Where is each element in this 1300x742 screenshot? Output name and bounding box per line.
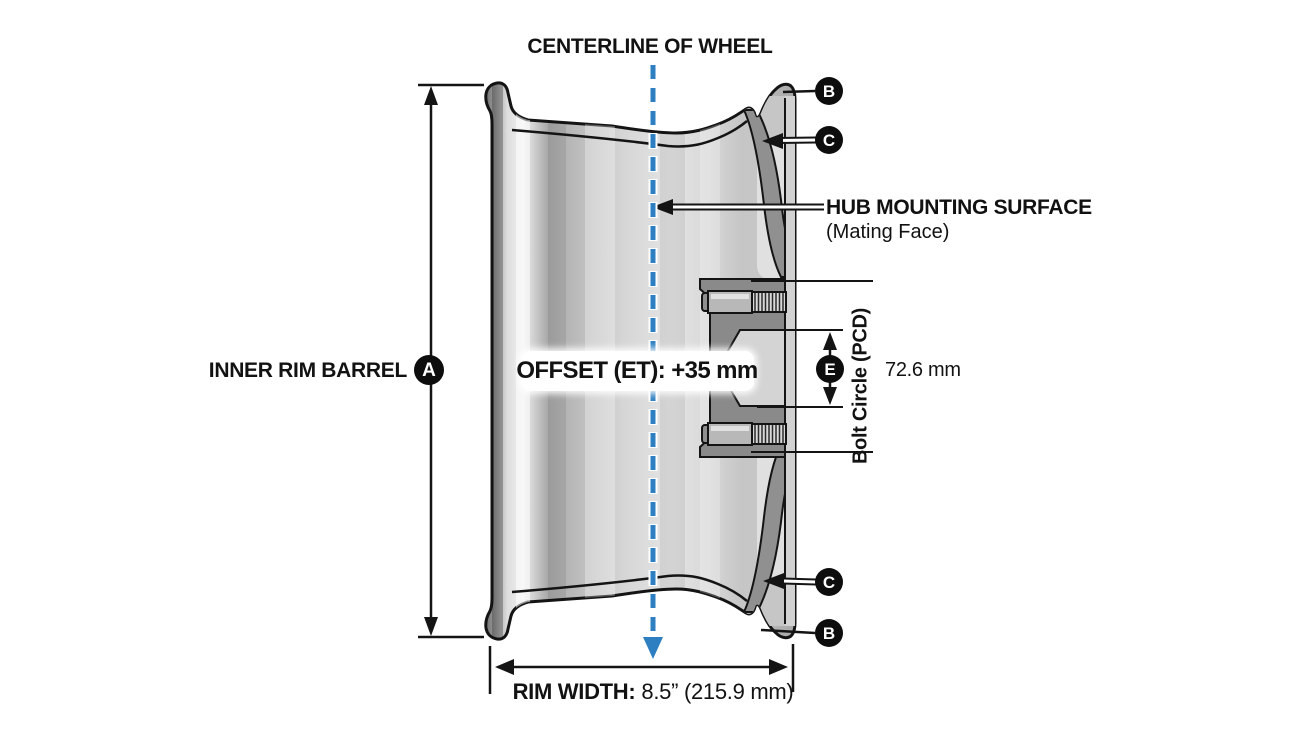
marker-b-bottom-badge: B (815, 619, 843, 647)
bolt-circle-reference-lines (751, 280, 873, 453)
offset-highlight-band (522, 351, 754, 391)
arrowhead-right (769, 659, 788, 675)
b-top-leader (782, 89, 816, 94)
marker-c-bottom-badge: C (815, 568, 843, 596)
b-bottom-leader (760, 628, 816, 635)
offset-label: OFFSET (ET): +35 mm (516, 357, 758, 384)
hub-mounting-surface-subtitle: (Mating Face) (826, 221, 950, 243)
marker-e-badge: E (816, 355, 844, 383)
c-top-arrow (762, 133, 817, 149)
marker-c-top-letter: C (822, 130, 836, 150)
rim-width-label: RIM WIDTH:8.5” (215.9 mm) (513, 679, 794, 705)
hub-mounting-surface-arrow (652, 199, 824, 215)
rim-wall-bottom-line (511, 574, 748, 602)
rim-wall-top-line (511, 120, 748, 148)
hub-mounting-surface-label: HUB MOUNTING SURFACE (Mating Face) (826, 196, 1092, 244)
centerline-arrowhead (643, 637, 663, 659)
rim-width-value: 8.5” (215.9 mm) (641, 679, 794, 704)
bolt-circle-pcd-label: Bolt Circle (PCD) (849, 307, 872, 465)
arrowhead-down (424, 617, 438, 636)
arrowhead-up (424, 86, 438, 105)
marker-b-bottom-letter: B (822, 623, 836, 643)
centerline-title: CENTERLINE OF WHEEL (527, 35, 773, 58)
marker-a-letter: A (422, 359, 436, 381)
lug-stud-bottom (701, 422, 787, 446)
rim-width-dimension (488, 644, 795, 694)
marker-c-bottom-letter: C (822, 572, 836, 592)
inner-rim-barrel-label: INNER RIM BARREL (208, 359, 408, 382)
marker-e-letter: E (824, 359, 836, 379)
rim-width-title: RIM WIDTH: (512, 679, 636, 704)
bolt-circle-pcd-value: 72.6 mm (885, 359, 961, 381)
marker-b-top-letter: B (822, 81, 836, 101)
marker-a-badge: A (414, 355, 444, 385)
lug-stud-top (701, 290, 787, 314)
c-bottom-arrow (763, 573, 817, 589)
marker-b-top-badge: B (815, 77, 843, 105)
hub-mounting-surface-title: HUB MOUNTING SURFACE (826, 196, 1092, 219)
spoke-top (742, 109, 795, 278)
centerline (643, 64, 663, 659)
marker-c-top-badge: C (815, 126, 843, 154)
outboard-lip (785, 96, 795, 626)
spoke-bottom (742, 444, 795, 613)
arrowhead-left (495, 659, 514, 675)
